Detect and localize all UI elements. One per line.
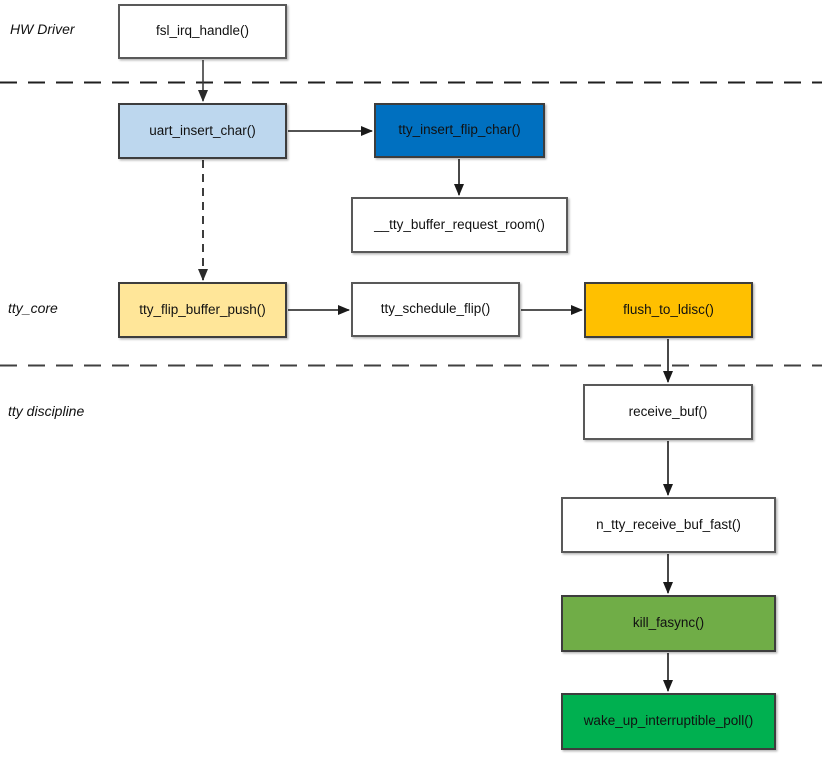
layer-label-hw-driver: HW Driver xyxy=(10,21,75,37)
node-tty-schedule-flip: tty_schedule_flip() xyxy=(351,282,520,337)
node-tty-insert-flip-char: tty_insert_flip_char() xyxy=(374,103,545,158)
node-tty-buffer-request-room: __tty_buffer_request_room() xyxy=(351,197,568,253)
node-n-tty-receive-buf-fast: n_tty_receive_buf_fast() xyxy=(561,497,776,553)
node-kill-fasync: kill_fasync() xyxy=(561,595,776,652)
node-fsl-irq-handle: fsl_irq_handle() xyxy=(118,4,287,59)
node-flush-to-ldisc: flush_to_ldisc() xyxy=(584,282,753,338)
node-uart-insert-char: uart_insert_char() xyxy=(118,103,287,159)
layer-label-tty-core: tty_core xyxy=(8,300,58,316)
layer-label-tty-discipline: tty discipline xyxy=(8,403,85,419)
node-receive-buf: receive_buf() xyxy=(583,384,753,440)
node-tty-flip-buffer-push: tty_flip_buffer_push() xyxy=(118,282,287,338)
node-wake-up-interruptible-poll: wake_up_interruptible_poll() xyxy=(561,693,776,750)
